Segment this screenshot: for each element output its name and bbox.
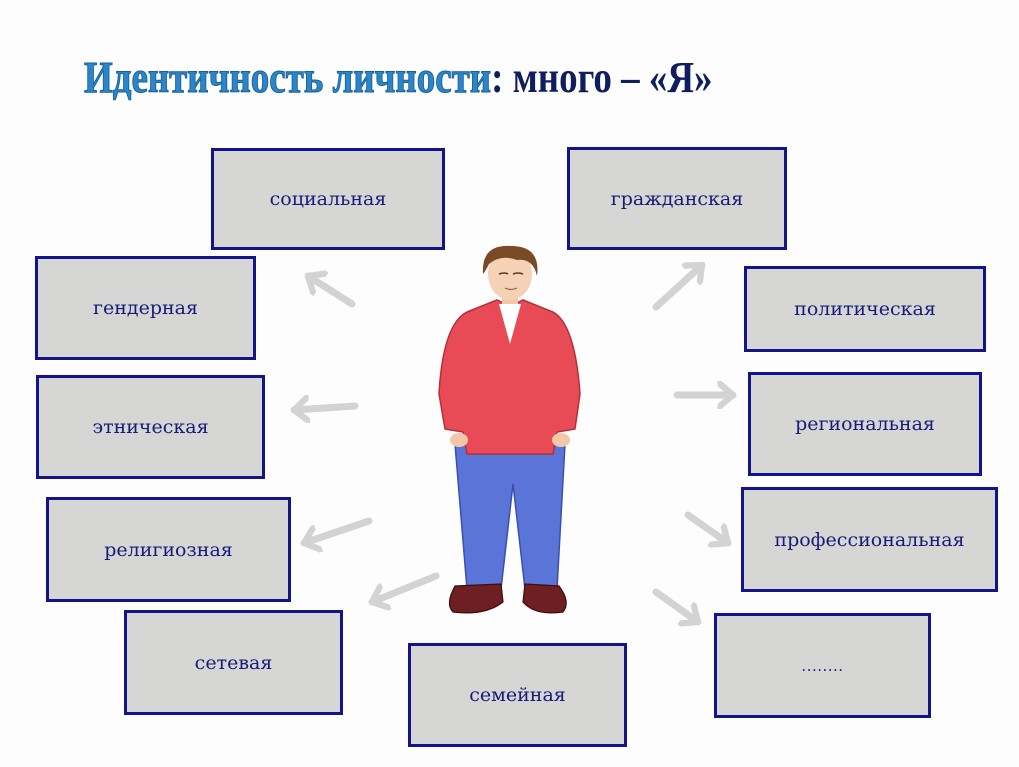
- box-more: ........: [714, 613, 931, 718]
- box-ethnic: этническая: [36, 375, 265, 479]
- box-label: гражданская: [610, 187, 744, 210]
- title-highlight: Идентичность личности: [84, 53, 492, 103]
- arrow-to-professional: [684, 511, 732, 543]
- box-label: семейная: [469, 684, 566, 706]
- box-label: профессиональная: [774, 528, 965, 551]
- box-label: региональная: [795, 413, 935, 435]
- arrow-to-ethnic: [290, 406, 359, 410]
- title-rest: : много – «Я»: [491, 53, 713, 102]
- box-religious: религиозная: [46, 497, 291, 602]
- person-illustration: [438, 245, 581, 614]
- box-family: семейная: [408, 643, 627, 747]
- arrow-to-more: [652, 588, 702, 622]
- slide-title: Идентичность личности: много – «Я»: [84, 52, 713, 103]
- box-professional: профессиональная: [741, 487, 998, 592]
- box-gender: гендерная: [35, 256, 256, 360]
- box-label: ........: [801, 656, 844, 675]
- box-political: политическая: [744, 266, 986, 352]
- arrow-to-social: [304, 276, 356, 308]
- arrow-to-network: [368, 572, 440, 602]
- box-label: этническая: [92, 416, 209, 438]
- box-civil: гражданская: [567, 147, 787, 250]
- box-label: социальная: [269, 188, 387, 210]
- box-label: политическая: [794, 298, 936, 320]
- box-label: гендерная: [93, 297, 198, 319]
- box-label: сетевая: [194, 651, 273, 674]
- box-network: сетевая: [124, 610, 343, 715]
- box-regional: региональная: [748, 372, 982, 476]
- box-label: религиозная: [104, 538, 233, 561]
- arrow-to-civil: [652, 261, 706, 311]
- box-social: социальная: [211, 148, 445, 250]
- arrow-to-religious: [300, 517, 373, 543]
